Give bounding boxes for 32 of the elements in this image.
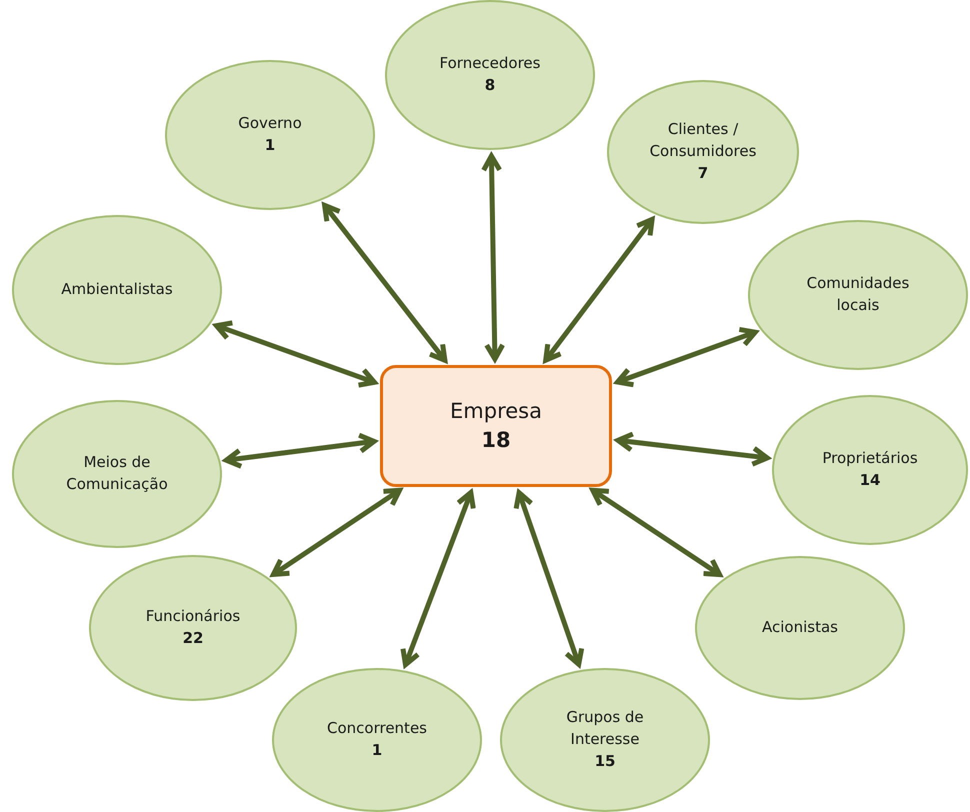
node-label: Grupos de Interesse xyxy=(565,707,645,750)
node-label: Ambientalistas xyxy=(61,279,173,300)
double-arrow xyxy=(400,490,476,668)
node-count: 8 xyxy=(484,75,496,96)
double-arrow xyxy=(543,216,655,363)
node-count: 1 xyxy=(372,740,382,761)
node-count: 22 xyxy=(182,628,204,649)
node-count: 14 xyxy=(860,470,880,491)
node-label: Clientes / Consumidores xyxy=(648,119,758,162)
node-count: 7 xyxy=(698,162,708,184)
double-arrow xyxy=(590,488,722,578)
node-count: 15 xyxy=(594,750,616,772)
node-label: Concorrentes xyxy=(327,718,427,740)
node-label: Comunidades locais xyxy=(806,273,910,316)
double-arrow xyxy=(224,432,376,469)
double-arrow xyxy=(214,320,377,388)
node-label: Meios de Comunicação xyxy=(65,452,169,495)
node-label: Governo xyxy=(238,113,302,134)
node-count: 18 xyxy=(481,427,511,454)
double-arrow xyxy=(616,432,770,467)
double-arrow xyxy=(270,488,402,577)
double-arrow xyxy=(322,202,448,363)
node-count: 1 xyxy=(264,135,276,156)
double-arrow xyxy=(615,326,758,388)
node-label: Fornecedores xyxy=(440,53,540,74)
double-arrow xyxy=(481,154,506,362)
center-box xyxy=(380,365,612,487)
node-label: Proprietários xyxy=(822,448,918,470)
node-label: Funcionários xyxy=(146,606,240,628)
node-label: Empresa xyxy=(450,398,542,425)
double-arrow xyxy=(514,490,584,667)
node-label: Acionistas xyxy=(762,617,838,638)
